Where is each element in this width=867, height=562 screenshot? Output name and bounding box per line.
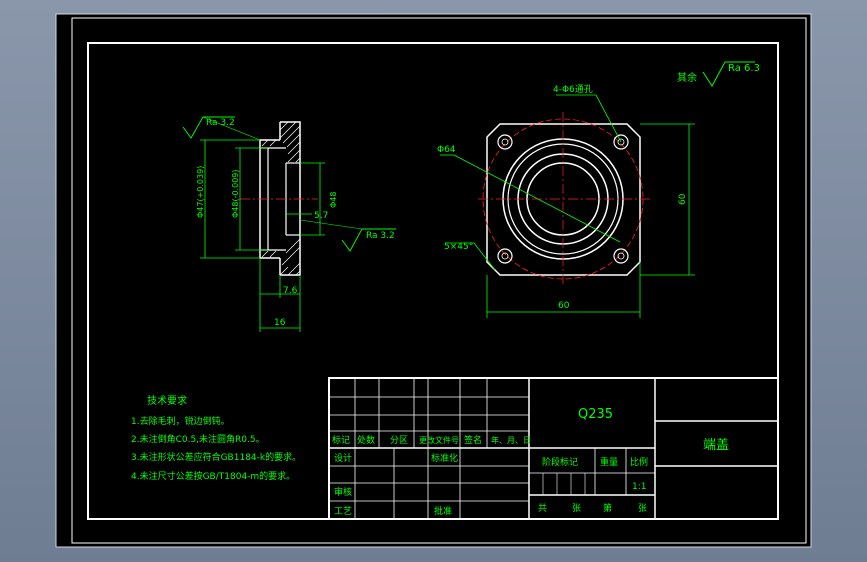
label-stage-mark: 阶段标记 bbox=[542, 456, 578, 468]
dim-bolt-circle: Φ64 bbox=[437, 145, 456, 155]
header-change-doc: 更改文件号 bbox=[419, 435, 459, 445]
material: Q235 bbox=[578, 407, 613, 422]
label-sheets: 张 bbox=[572, 503, 581, 514]
header-zone: 分区 bbox=[390, 435, 408, 446]
label-approve: 批准 bbox=[434, 505, 452, 517]
dim-diameter-right: Φ48 bbox=[329, 192, 338, 208]
header-sign: 签名 bbox=[464, 434, 482, 446]
dim-height: 60 bbox=[678, 193, 688, 205]
dim-length-a: 7.6 bbox=[283, 286, 298, 296]
tech-item-2: 2.未注倒角C0.5,未注圆角R0.5。 bbox=[131, 433, 265, 445]
dim-bore: Φ47(+0.039) bbox=[196, 166, 205, 218]
dim-chamfer: 5×45° bbox=[444, 242, 473, 252]
dim-spigot: Φ48(-0.009) bbox=[231, 169, 240, 218]
label-total: 共 bbox=[538, 503, 547, 514]
tech-item-1: 1.去除毛刺，锐边倒钝。 bbox=[131, 415, 230, 427]
tech-item-4: 4.未注尺寸公差按GB/T1804-m的要求。 bbox=[131, 470, 295, 482]
scale-value: 1:1 bbox=[632, 482, 646, 492]
drawing-background bbox=[55, 13, 812, 548]
dim-holes: 4-Φ6通孔 bbox=[553, 84, 593, 95]
front-view: 4-Φ6通孔 Φ64 5×45° 60 60 bbox=[437, 84, 695, 318]
mounting-holes bbox=[497, 134, 629, 264]
header-count: 处数 bbox=[357, 434, 375, 446]
general-surface-finish: 其余 Ra 6.3 bbox=[677, 61, 760, 87]
label-design: 设计 bbox=[334, 452, 352, 464]
tech-item-3: 3.未注形状公差应符合GB1184-k的要求。 bbox=[131, 451, 301, 463]
part-name: 端盖 bbox=[703, 438, 729, 453]
sheet-border bbox=[71, 17, 807, 544]
dim-step: 5.7 bbox=[314, 211, 328, 221]
tech-title: 技术要求 bbox=[147, 394, 187, 407]
header-date: 年、月、日 bbox=[491, 435, 531, 445]
label-review: 审核 bbox=[334, 486, 352, 498]
dim-width: 60 bbox=[558, 301, 570, 311]
finish-left-top: Ra 3.2 bbox=[206, 118, 235, 128]
label-scale: 比例 bbox=[630, 456, 648, 468]
label-process: 工艺 bbox=[334, 506, 352, 517]
label-page: 张 bbox=[638, 503, 647, 514]
header-mark: 标记 bbox=[332, 434, 350, 446]
title-block bbox=[328, 377, 779, 520]
dim-length-b: 16 bbox=[274, 318, 286, 328]
section-view: Φ47(+0.039) Φ48(-0.009) Φ48 5.7 7.6 16 R… bbox=[182, 116, 396, 332]
finish-left-right: Ra 3.2 bbox=[366, 231, 395, 241]
label-weight: 重量 bbox=[600, 456, 618, 468]
title-block-text: 标记 处数 分区 更改文件号 签名 年、月、日 设计 标准化 审核 工艺 批准 … bbox=[332, 407, 729, 517]
label-number: 第 bbox=[603, 502, 612, 514]
general-finish-label: Ra 6.3 bbox=[728, 63, 760, 74]
label-standardize: 标准化 bbox=[431, 452, 458, 464]
tech-requirements: 技术要求 1.去除毛刺，锐边倒钝。 2.未注倒角C0.5,未注圆角R0.5。 3… bbox=[131, 394, 301, 482]
general-finish-prefix: 其余 bbox=[677, 71, 697, 84]
